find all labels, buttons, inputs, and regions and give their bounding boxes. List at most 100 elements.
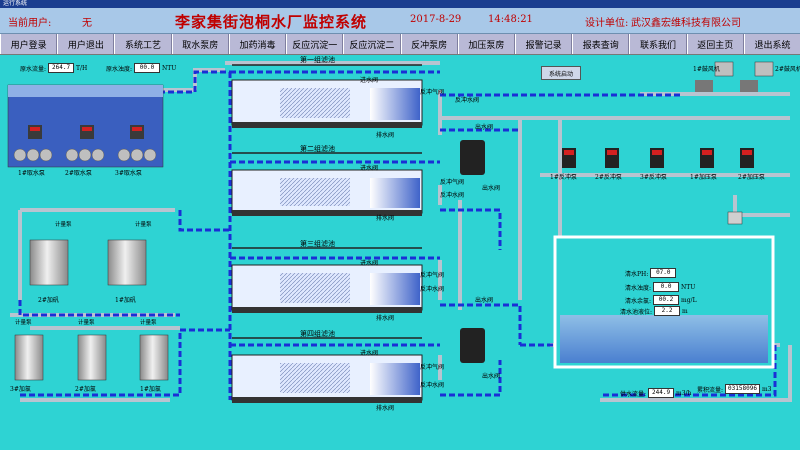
- alum-1-label: 1#加矾: [115, 297, 136, 304]
- chlorine-3-label: 3#加氯: [10, 386, 31, 393]
- intake-pump-1-label[interactable]: 1#取水泵: [18, 170, 45, 177]
- pool-4-air-valve-label[interactable]: 反冲气阀: [420, 364, 445, 371]
- pool-2-water-valve-label[interactable]: 反冲水阀: [440, 192, 465, 199]
- pool-3-air-valve-label[interactable]: 反冲气阀: [420, 272, 445, 279]
- clear-ph-value: 07.0: [650, 268, 677, 278]
- menu-home-button[interactable]: 返回主页: [686, 34, 744, 54]
- clear-level-label: 清水池液位:: [620, 308, 653, 316]
- pool-2-air-valve-label[interactable]: 反冲气阀: [440, 179, 465, 186]
- window-titlebar: 运行系统: [0, 0, 800, 8]
- total-flow-value: 03158096: [725, 384, 760, 394]
- clear-turbidity-label: 清水浊度:: [625, 284, 652, 292]
- menu-alarm-button[interactable]: 报警记录: [514, 34, 573, 54]
- menu-contact-button[interactable]: 联系我们: [629, 34, 687, 54]
- designer-value: 武汉鑫宏维科技有限公司: [631, 18, 741, 29]
- clear-turbidity-unit: NTU: [681, 283, 696, 291]
- boost-pump-2-label[interactable]: 2#加压泵: [738, 174, 765, 181]
- raw-turbidity-label: 原水浊度:: [106, 65, 133, 73]
- pool-2-outlet-valve-label[interactable]: 出水阀: [482, 185, 501, 192]
- clear-turbidity-value: 0.0: [653, 282, 680, 292]
- intake-pump-3-label[interactable]: 3#取水泵: [115, 170, 142, 177]
- raw-turbidity-readout: 原水浊度: 00.0 NTU: [106, 63, 176, 73]
- backwash-pump-2-label[interactable]: 2#反冲泵: [595, 174, 622, 181]
- pool-1-outlet-valve-label[interactable]: 出水阀: [475, 124, 494, 131]
- current-user-value: 无: [82, 18, 92, 29]
- menu-user-logout-button[interactable]: 用户退出: [57, 34, 115, 54]
- chlorine-meter-pump-2-label[interactable]: 计量泵: [78, 320, 95, 326]
- blower-icons: [695, 61, 774, 92]
- menu-sedimentation-1-button[interactable]: 反应沉淀一: [286, 34, 344, 54]
- pool-1-drain-valve-label[interactable]: 排水阀: [376, 132, 395, 139]
- pool-4-inlet-valve-label[interactable]: 进水阀: [360, 350, 379, 357]
- designer-label: 设计单位:: [585, 18, 629, 29]
- intake-pump-2-label[interactable]: 2#取水泵: [65, 170, 92, 177]
- pool-1-air-valve-label[interactable]: 反冲气阀: [420, 89, 445, 96]
- dosing-tanks: [14, 239, 169, 381]
- total-flow-label: 累积流量:: [697, 386, 724, 394]
- alum-2-label: 2#加矾: [38, 297, 59, 304]
- current-user-label: 当前用户:: [8, 18, 52, 29]
- pool-1-inlet-valve-label[interactable]: 进水阀: [360, 77, 379, 84]
- pool-2-drain-valve-label[interactable]: 排水阀: [376, 215, 395, 222]
- pool-4-outlet-valve-label[interactable]: 出水阀: [482, 373, 501, 380]
- intake-well: [7, 84, 164, 168]
- alum-meter-pump-1-label[interactable]: 计量泵: [135, 222, 152, 228]
- backwash-pump-3-label[interactable]: 3#反冲泵: [640, 174, 667, 181]
- supply-flow-value: 244.9: [648, 388, 675, 398]
- clear-level-value: 2.2: [654, 306, 681, 316]
- raw-flow-readout: 原水流量: 264.7 T/H: [20, 63, 87, 73]
- clear-level-unit: m: [682, 307, 688, 315]
- clear-chlorine-value: 00.2: [653, 295, 680, 305]
- clear-ph-label: 清水PH:: [625, 270, 649, 278]
- pool-1-title: 第一组滤池: [300, 56, 335, 64]
- alum-meter-pump-2-label[interactable]: 计量泵: [55, 222, 72, 228]
- menu-backwash-pump-button[interactable]: 反冲泵房: [400, 34, 458, 54]
- total-flow-unit: m3: [761, 385, 772, 393]
- menu-user-login-button[interactable]: 用户登录: [0, 34, 58, 54]
- clear-ph-readout: 清水PH: 07.0: [625, 268, 677, 278]
- pool-3-inlet-valve-label[interactable]: 进水阀: [360, 260, 379, 267]
- menu-intake-pump-button[interactable]: 取水泵房: [171, 34, 229, 54]
- menu-boost-pump-button[interactable]: 加压泵房: [457, 34, 515, 54]
- pool-2-title: 第二组滤池: [300, 145, 335, 153]
- gray-pipes: [10, 61, 792, 402]
- chlorine-meter-pump-1-label[interactable]: 计量泵: [140, 320, 157, 326]
- chlorine-1-label: 1#加氯: [140, 386, 161, 393]
- page-title: 李家集街泡桐水厂监控系统: [175, 13, 368, 31]
- pool-3-outlet-valve-label[interactable]: 出水阀: [475, 297, 494, 304]
- menu-report-button[interactable]: 报表查询: [572, 34, 630, 54]
- raw-turbidity-value: 00.0: [134, 63, 161, 73]
- menu-sedimentation-2-button[interactable]: 反应沉淀二: [343, 34, 401, 54]
- menu-exit-button[interactable]: 退出系统: [743, 34, 800, 54]
- water-flow-lines: [15, 70, 777, 400]
- pool-4-water-valve-label[interactable]: 反冲水阀: [420, 382, 445, 389]
- backwash-tanks: [460, 140, 485, 363]
- boost-pump-1-label[interactable]: 1#加压泵: [690, 174, 717, 181]
- chlorine-meter-pump-3-label[interactable]: 计量泵: [15, 320, 32, 326]
- pool-3-drain-valve-label[interactable]: 排水阀: [376, 315, 395, 322]
- blower-1-label[interactable]: 1#鼓风机: [693, 66, 720, 73]
- blower-2-label[interactable]: 2#鼓风机: [775, 66, 800, 73]
- clear-chlorine-unit: mg/L: [681, 296, 697, 304]
- pool-1-water-valve-label[interactable]: 反冲水阀: [455, 97, 480, 104]
- backwash-pump-1-label[interactable]: 1#反冲泵: [550, 174, 577, 181]
- total-flow-readout: 累积流量: 03158096 m3: [697, 384, 771, 394]
- pump-icons: [562, 148, 754, 168]
- raw-turbidity-unit: NTU: [162, 64, 177, 72]
- pool-3-title: 第三组滤池: [300, 240, 335, 248]
- header-bar: 当前用户: 无 李家集街泡桐水厂监控系统 2017-8-29 14:48:21 …: [0, 8, 800, 34]
- supply-flow-label: 供水流量:: [620, 390, 647, 398]
- clear-chlorine-label: 清水余氯:: [625, 297, 652, 305]
- pool-4-drain-valve-label[interactable]: 排水阀: [376, 405, 395, 412]
- date-display: 2017-8-29: [410, 14, 462, 25]
- menu-bar: 用户登录 用户退出 系统工艺 取水泵房 加药消毒 反应沉淀一 反应沉淀二 反冲泵…: [0, 34, 800, 55]
- pool-2-inlet-valve-label[interactable]: 进水阀: [360, 165, 379, 172]
- pool-4-title: 第四组滤池: [300, 330, 335, 338]
- menu-process-button[interactable]: 系统工艺: [114, 34, 172, 54]
- menu-dosing-button[interactable]: 加药消毒: [228, 34, 287, 54]
- raw-flow-value: 264.7: [48, 63, 75, 73]
- clear-level-readout: 清水池液位: 2.2 m: [620, 306, 688, 316]
- clear-turbidity-readout: 清水浊度: 0.0 NTU: [625, 282, 695, 292]
- system-start-button[interactable]: 系统启动: [541, 66, 581, 80]
- pool-3-water-valve-label[interactable]: 反冲水阀: [420, 286, 445, 293]
